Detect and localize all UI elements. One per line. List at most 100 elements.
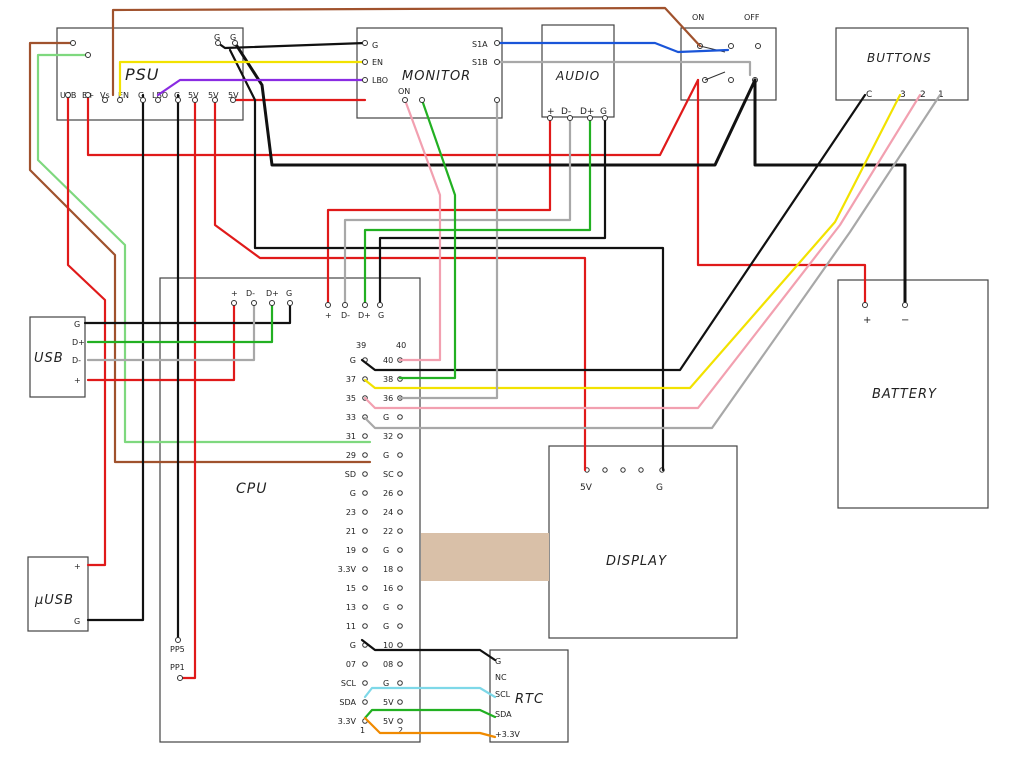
wire-yellow-buttons-3 <box>363 93 902 390</box>
wire-purple-lbo <box>156 78 367 97</box>
usb-pin-label: D+ <box>72 338 85 347</box>
psu-top-pin-label: G <box>214 33 220 42</box>
gpio-left-label: G <box>350 641 356 650</box>
battery-plus-label: + <box>863 315 871 326</box>
monitor-pin-label: EN <box>372 58 383 67</box>
gpio-col-label: 39 <box>356 341 366 350</box>
wire-green-monitor-38 <box>398 98 457 380</box>
gpio-pin <box>362 604 368 610</box>
musb-title: μUSB <box>34 593 74 608</box>
wire-black-rtc-g <box>360 638 497 662</box>
cpu-audio-header-label: D- <box>341 311 350 320</box>
audio-board: AUDIO + D- D+ G <box>541 24 615 118</box>
gpio-pin <box>397 547 403 553</box>
gpio-right-label: G <box>383 622 389 631</box>
wire-black-display-g <box>228 48 665 472</box>
gpio-pin <box>397 642 403 648</box>
cpu-board: CPU + D- D+ G + D- D+ G PP5 PP1 39 40 1 … <box>159 277 421 743</box>
cpu-pp-label: PP1 <box>170 663 185 672</box>
gpio-left-label: 23 <box>346 508 356 517</box>
gpio-pin <box>362 528 368 534</box>
gpio-pin <box>362 661 368 667</box>
gpio-pin <box>362 471 368 477</box>
gpio-pin <box>362 452 368 458</box>
gpio-left-label: G <box>350 356 356 365</box>
audio-pin-label: G <box>600 107 607 117</box>
wire-brown-psu-usb-gpio29 <box>28 41 372 464</box>
monitor-title: MONITOR <box>402 69 471 84</box>
psu-pin-label: G <box>138 91 144 100</box>
gpio-right-label: 38 <box>383 375 393 384</box>
rtc-pin-label: NC <box>495 673 507 682</box>
wire-red-usb-musb <box>66 93 107 567</box>
gpio-col-label: 1 <box>360 726 365 735</box>
gpio-pin <box>397 471 403 477</box>
gpio-right-label: 5V <box>383 698 394 707</box>
gpio-right-label: G <box>383 451 389 460</box>
gpio-right-label: 16 <box>383 584 393 593</box>
cpu-audio-header-label: D+ <box>358 311 371 320</box>
gpio-left-label: SDA <box>339 698 356 707</box>
power-switch: ON OFF <box>680 13 777 101</box>
psu-top-pin-label: G <box>230 33 236 42</box>
monitor-pin-label: LBO <box>372 76 388 85</box>
gpio-left-label: SD <box>345 470 356 479</box>
buttons-board: BUTTONS C 3 2 1 <box>835 27 969 101</box>
gpio-pin <box>362 547 368 553</box>
display-pin-label: G <box>656 483 663 493</box>
psu-title: PSU <box>125 65 160 84</box>
switch-on-label: ON <box>692 13 704 22</box>
wire-gray-audio-dminus <box>343 116 572 307</box>
wire-black-audio-g <box>378 116 607 307</box>
buttons-pin-label: 2 <box>920 90 926 100</box>
gpio-right-label: 24 <box>383 508 393 517</box>
wire-gray-s1b <box>495 60 752 77</box>
gpio-right-label: 32 <box>383 432 393 441</box>
switch-off-label: OFF <box>744 13 760 22</box>
psu-pin-label: 5V <box>228 91 239 100</box>
battery-minus-label: − <box>901 315 909 326</box>
monitor-pin-label: S1A <box>472 40 488 49</box>
audio-pin-label: D+ <box>580 107 594 117</box>
wire-black-buttons-c <box>360 93 867 372</box>
gpio-pin <box>362 680 368 686</box>
rtc-pin-label: SDA <box>495 710 512 719</box>
cpu-usb-header-label: D+ <box>266 289 279 298</box>
wire-pink-buttons-2 <box>363 93 922 410</box>
gpio-left-label: 15 <box>346 584 356 593</box>
audio-title: AUDIO <box>555 69 600 83</box>
gpio-right-label: 22 <box>383 527 393 536</box>
monitor-pin-label: G <box>372 41 378 50</box>
gpio-pin <box>397 509 403 515</box>
audio-pin-label: D- <box>561 107 571 117</box>
battery-title: BATTERY <box>872 387 937 402</box>
gpio-right-label: 10 <box>383 641 393 650</box>
wire-black-usb-g <box>83 301 292 325</box>
musb-pin-label: G <box>74 617 80 626</box>
display-pin-label: 5V <box>580 483 593 493</box>
gpio-pin <box>397 414 403 420</box>
psu-pin-label: LBO <box>152 91 168 100</box>
gpio-right-label: 40 <box>383 356 393 365</box>
display-panel: DISPLAY 5V G <box>548 445 738 639</box>
buttons-pin-label: C <box>866 90 872 100</box>
usb-pin-label: + <box>74 376 81 385</box>
wire-gray-monitor-36 <box>398 98 499 400</box>
gpio-pin <box>397 433 403 439</box>
gpio-right-label: SC <box>383 470 394 479</box>
gpio-pin <box>362 623 368 629</box>
gpio-pin <box>397 566 403 572</box>
gpio-pin <box>397 661 403 667</box>
wire-gray-usb-dminus <box>86 301 256 362</box>
gpio-left-label: 07 <box>346 660 356 669</box>
psu-pin-label: 5V <box>188 91 199 100</box>
psu-pin-label: Vs <box>100 91 110 100</box>
wire-gray-buttons-1 <box>363 93 942 430</box>
wire-black-g-monitor <box>216 41 367 50</box>
gpio-left-label: 35 <box>346 394 356 403</box>
gpio-right-label: 26 <box>383 489 393 498</box>
gpio-pin <box>362 585 368 591</box>
gpio-pin <box>397 452 403 458</box>
gpio-right-label: 18 <box>383 565 393 574</box>
